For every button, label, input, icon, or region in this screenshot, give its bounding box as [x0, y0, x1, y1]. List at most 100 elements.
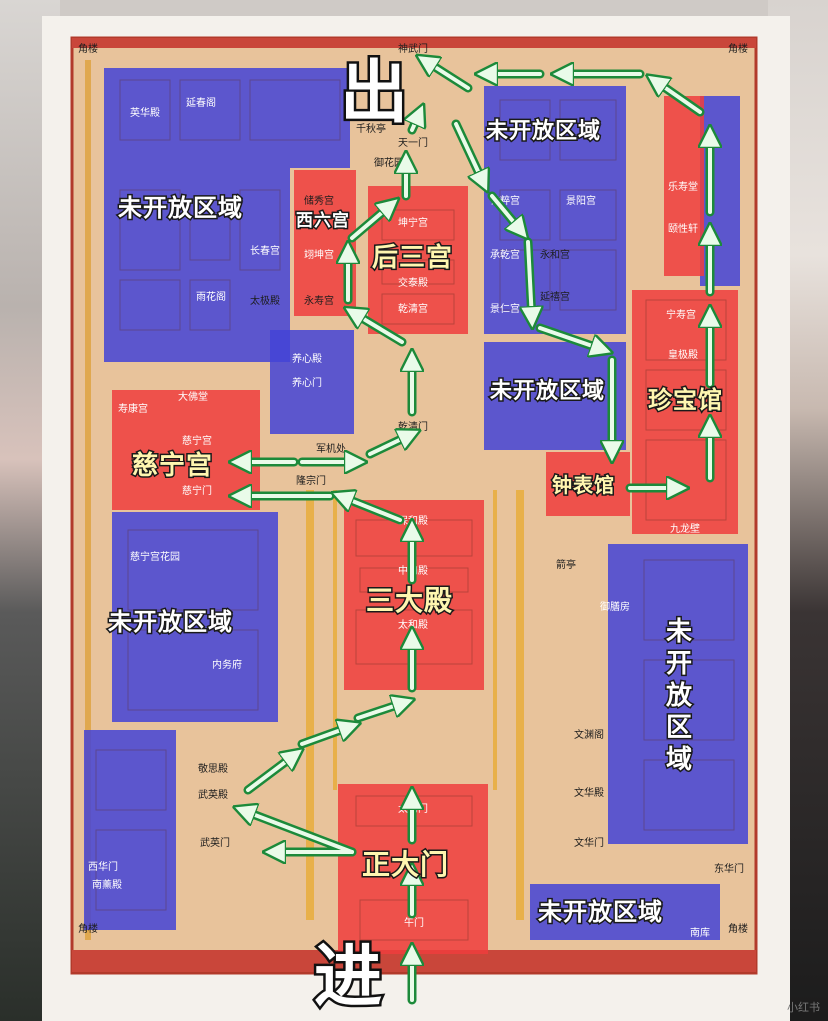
building-blocks: [95, 79, 735, 941]
route-arrow: [246, 754, 296, 792]
closed-label-east-vertical: 未 开 放 区 域: [664, 616, 694, 777]
label-shoukanggong: 寿康宫: [118, 402, 148, 415]
closed-zone-yangxin: [270, 330, 354, 434]
outer-wall-top: [72, 38, 756, 48]
label-qianqiuting: 千秋亭: [356, 122, 386, 135]
label-nanxundian: 南薰殿: [92, 878, 122, 891]
label-shenwumen: 神武门: [398, 42, 428, 55]
label-hou-san-gong: 后三宫: [372, 242, 453, 273]
label-wumen: 午门: [404, 916, 424, 929]
closed-label-vertical-char: 放: [665, 680, 693, 711]
closed-label-west-middle: 未开放区域: [108, 608, 233, 636]
label-yangxinmen: 养心门: [292, 376, 322, 389]
route-arrow: [300, 726, 352, 746]
route-arrow: [454, 122, 484, 184]
route-arrow: [352, 312, 404, 344]
entry-label: 进: [314, 938, 382, 1017]
label-jianting: 箭亭: [556, 558, 576, 571]
label-neiwufu: 内务府: [212, 658, 242, 671]
route-arrow: [340, 496, 402, 522]
label-junjichu: 军机处: [316, 442, 346, 455]
label-yongshougong: 永寿宫: [304, 294, 334, 307]
label-ci-ning-gong: 慈宁宫: [132, 450, 213, 481]
label-zheng-da-men: 正大门: [362, 848, 449, 881]
label-yushanfang: 御膳房: [600, 600, 630, 613]
closed-zone-west-middle: [112, 512, 278, 722]
route-arrow: [490, 194, 522, 232]
tour-route: [238, 60, 710, 1005]
closed-zone-west-lower: [84, 730, 176, 930]
closed-label-vertical-char: 开: [666, 649, 693, 679]
label-huangjidian: 皇极殿: [668, 348, 698, 361]
label-taijidian: 太极殿: [250, 294, 280, 307]
label-yuhuage: 雨花阁: [196, 290, 226, 303]
route-arrow: [538, 326, 604, 350]
label-chuxiugong: 储秀宫: [304, 194, 334, 207]
label-jiaolou-ne: 角楼: [728, 42, 748, 55]
label-wuyingmen: 武英门: [200, 836, 230, 849]
label-san-da-dian: 三大殿: [366, 584, 453, 617]
label-tianyimen: 天一门: [398, 136, 428, 149]
route-arrow: [356, 702, 406, 720]
label-ciningmen: 慈宁门: [182, 484, 212, 497]
label-wenhuadian: 文华殿: [574, 786, 604, 799]
label-jingrengong: 景仁宫: [490, 302, 520, 315]
label-yonghegong: 永和宫: [540, 248, 570, 261]
route-arrow: [350, 204, 392, 240]
label-changchungong: 长春宫: [250, 244, 280, 257]
closed-zone-northwest: [104, 68, 350, 168]
exit-label: 出: [340, 54, 408, 133]
open-zone-leshoutang: [664, 96, 704, 276]
closed-label-vertical-char: 区: [666, 713, 693, 743]
label-jingyanggong: 景阳宫: [566, 194, 596, 207]
closed-zone-east-palaces: [484, 174, 626, 334]
closed-label-northeast: 未开放区域: [486, 118, 601, 144]
label-wuyingdian: 武英殿: [198, 788, 228, 801]
route-arrow: [368, 434, 412, 456]
closed-zone-east-mid: [484, 342, 626, 450]
label-jiulongbi: 九龙壁: [670, 522, 700, 535]
closed-label-vertical-char: 域: [666, 745, 693, 775]
label-xi-liu-gong: 西六宫: [296, 210, 350, 231]
closed-zone-west-upper: [104, 168, 290, 362]
closed-label-southeast: 未开放区域: [538, 898, 663, 926]
label-leshoutang: 乐寿堂: [668, 180, 698, 193]
label-yikungong: 翊坤宫: [304, 248, 334, 261]
closed-label-northwest: 未开放区域: [118, 194, 243, 222]
label-nanku: 南库: [690, 926, 710, 939]
route-arrow: [654, 80, 702, 114]
closed-label-east-mid: 未开放区域: [490, 378, 605, 404]
label-jiaotaidian: 交泰殿: [398, 276, 428, 289]
route-arrow: [424, 60, 470, 90]
label-yangxindian: 养心殿: [292, 352, 322, 365]
zone-labels: 未开放区域 未开放区域 未开放区域 未开放区域 未开放区域 未 开 放 区 域 …: [107, 117, 724, 928]
label-yixingxuan: 颐性轩: [668, 222, 698, 235]
label-ningshougong: 宁寿宫: [666, 308, 696, 321]
label-qianqinggong: 乾清宫: [398, 302, 428, 315]
closed-zone-northeast: [484, 86, 626, 174]
label-jiaolou-sw: 角楼: [78, 922, 98, 935]
building-labels: 神武门 角楼 角楼 角楼 角楼 千秋亭 天一门 御花园 储秀宫 翊坤宫 长春宫 …: [78, 42, 748, 939]
route-arrow: [412, 112, 420, 132]
label-xihuamen: 西华门: [88, 860, 118, 873]
closed-zone-east-lower: [608, 544, 748, 844]
route-arrow: [528, 240, 532, 320]
label-taihedian: 太和殿: [398, 618, 428, 631]
label-yanchunge: 延春阁: [186, 96, 216, 109]
label-longzongmen: 隆宗门: [296, 474, 326, 487]
label-cininggong-small: 慈宁宫: [182, 434, 212, 447]
label-wenhuamen: 文华门: [574, 836, 604, 849]
label-kunninggong: 坤宁宫: [398, 216, 428, 229]
label-jiaolou-se: 角楼: [728, 922, 748, 935]
closed-label-vertical-char: 未: [666, 617, 693, 647]
watermark: 小红书: [787, 1001, 820, 1014]
closed-zones: [84, 68, 748, 940]
label-yanxigong: 延禧宫: [540, 290, 570, 303]
label-yinghuadian: 英华殿: [130, 106, 160, 119]
label-yuhuayuan: 御花园: [374, 156, 404, 169]
label-dafotang: 大佛堂: [178, 390, 208, 403]
label-donghuamen: 东华门: [714, 862, 744, 875]
label-jiaolou-nw: 角楼: [78, 42, 98, 55]
label-cininggonghuayuan: 慈宁宫花园: [130, 550, 180, 563]
